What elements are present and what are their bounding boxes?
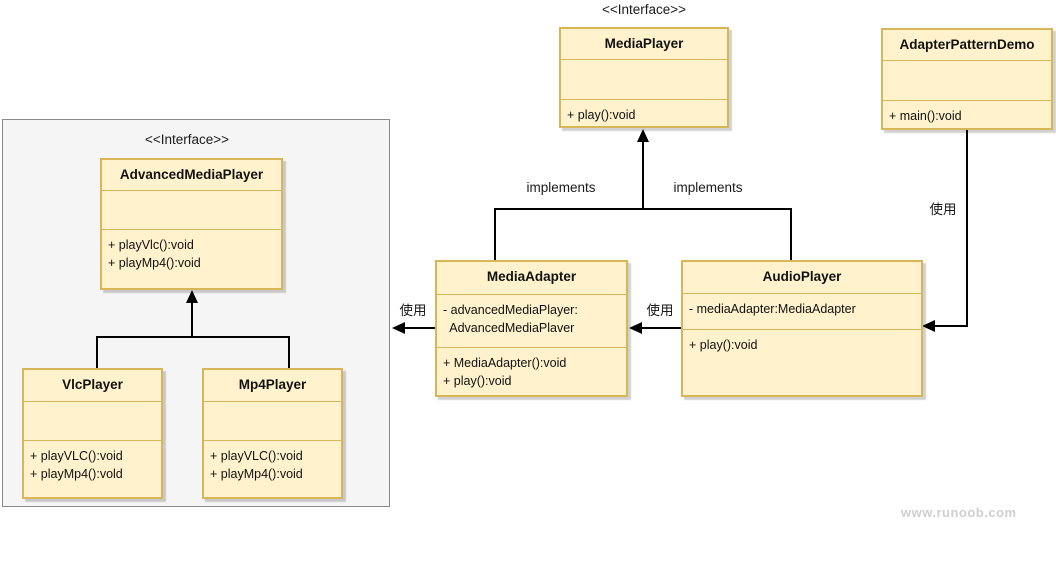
method-line: + play():void <box>443 374 512 388</box>
attribute-line: - advancedMediaPlayer: <box>443 303 578 317</box>
connector-line <box>288 337 290 368</box>
class-attributes-section <box>204 401 341 440</box>
arrowhead-icon <box>637 129 649 142</box>
connector-line <box>404 327 435 329</box>
interface-stereotype-label: <<Interface>> <box>144 132 230 147</box>
connector-line <box>966 130 968 327</box>
implements-label: implements <box>526 180 596 195</box>
class-title: AdapterPatternDemo <box>899 37 1035 52</box>
method-line: + main():void <box>889 109 962 123</box>
connector-line <box>494 209 496 260</box>
usage-label: 使用 <box>646 303 674 318</box>
watermark-text: www.runoob.com <box>901 505 1017 520</box>
method-line: + playVLC():void <box>210 449 303 463</box>
arrowhead-icon <box>629 322 642 334</box>
arrowhead-icon <box>186 290 198 303</box>
class-title: Mp4Player <box>238 377 307 392</box>
class-title: VlcPlayer <box>62 377 123 392</box>
connector-line <box>934 325 967 327</box>
interface-stereotype-label: <<Interface>> <box>601 2 687 17</box>
connector-line <box>641 327 681 329</box>
class-attributes-section <box>561 59 727 99</box>
method-line: + play():void <box>567 108 636 122</box>
class-title: AudioPlayer <box>762 269 842 284</box>
class-methods-section: + MediaAdapter():void + play():void <box>437 347 626 395</box>
method-line: + playVLC():void <box>30 449 123 463</box>
arrowhead-icon <box>392 322 405 334</box>
class-methods-section: + playVLC():void + playMp4():void <box>204 440 341 497</box>
class-methods-section: + play():void <box>683 329 921 395</box>
connector-line <box>96 337 98 368</box>
class-title: AdvancedMediaPlayer <box>119 167 264 182</box>
method-line: + playMp4():void <box>210 467 303 481</box>
class-box-advancedmediaplayer: AdvancedMediaPlayer+ playVlc():void+ pla… <box>100 158 283 290</box>
usage-label: 使用 <box>399 303 427 318</box>
connector-line <box>790 209 792 260</box>
implements-label: implements <box>673 180 743 195</box>
connector-line <box>642 141 644 209</box>
class-title: MediaPlayer <box>604 36 684 51</box>
connector-line <box>494 208 792 210</box>
method-line: + play():void <box>689 338 758 352</box>
class-methods-section: + playVlc():void + playMp4():void <box>102 229 281 288</box>
connector-line <box>191 302 193 338</box>
class-attributes-section <box>883 60 1051 100</box>
class-attributes-section: - mediaAdapter:MediaAdapter <box>683 293 921 329</box>
class-attributes-section <box>24 401 161 440</box>
class-box-vlcplayer: VlcPlayer + playVLC():void + playMp4():vol… <box>22 368 163 499</box>
connector-line <box>96 336 290 338</box>
class-methods-section: + main():void <box>883 100 1051 128</box>
method-line: + playVlc():void <box>108 238 194 252</box>
usage-label: 使用 <box>929 202 957 217</box>
class-box-mp4player: Mp4Player + playVLC():void + playMp4():voi… <box>202 368 343 499</box>
class-box-adapterpatterndemo: AdapterPatternDemo + main():void <box>881 28 1053 130</box>
class-title: MediaAdapter <box>486 269 577 284</box>
class-box-audioplayer: AudioPlayer - mediaAdapter:MediaAdapter + … <box>681 260 923 397</box>
class-methods-section: + play():void <box>561 99 727 126</box>
attribute-line: - mediaAdapter:MediaAdapter <box>689 302 856 316</box>
class-box-mediaadapter: MediaAdapter - advancedMediaPlayer: Advan… <box>435 260 628 397</box>
class-attributes-section: - advancedMediaPlayer: AdvancedMediaPlav… <box>437 294 626 347</box>
arrowhead-icon <box>922 320 935 332</box>
method-line: + playMp4():void <box>108 256 201 270</box>
class-box-mediaplayer: MediaPlayer + play():void <box>559 27 729 128</box>
class-methods-section: + playVLC():void + playMp4():vold <box>24 440 161 497</box>
method-line: + MediaAdapter():void <box>443 356 567 370</box>
method-line: + playMp4():vold <box>30 467 123 481</box>
attribute-line: AdvancedMediaPlaver <box>443 321 575 335</box>
class-attributes-section <box>102 190 281 229</box>
